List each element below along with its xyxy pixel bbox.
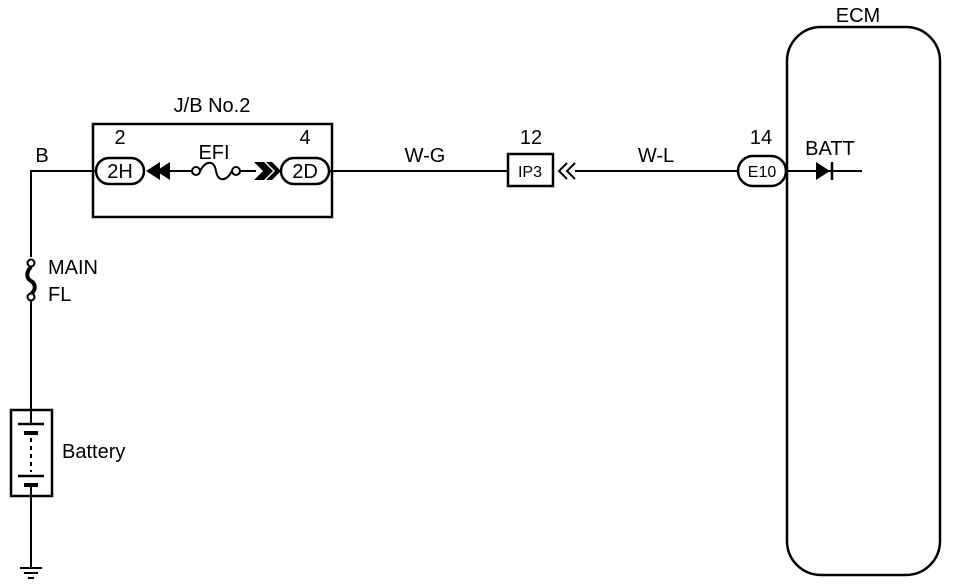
junction-block-label: J/B No.2 [174,95,251,117]
ecm-terminal-batt-label: BATT [805,138,855,160]
main-fuse-label-line2: FL [48,284,71,306]
connector-2h-label: 2H [107,161,133,183]
connector-ip3-label: IP3 [518,164,542,181]
efi-fuse-label: EFI [198,142,229,164]
battery-label: Battery [62,441,125,463]
efi-fuse-icon [199,161,233,181]
ecm-label: ECM [836,5,880,27]
efi-fuse-right-terminal [231,166,241,176]
ip3-chevron-icon [557,162,576,180]
connector-ip3 [506,152,555,188]
jb-right-pin-number: 4 [299,127,310,149]
fusible-link-icon [25,265,37,296]
connector-2h [94,156,146,186]
wire-label-b: B [35,145,48,167]
efi-fuse-left-terminal [191,166,201,176]
diode-icon [816,162,830,180]
ecm-box [785,25,942,577]
connector-e10-label: E10 [748,164,777,181]
wire-battery-to-jb [30,170,96,568]
ip3-pin-number: 12 [520,127,542,149]
jb-left-pin-number: 2 [114,127,125,149]
ground-icon [20,567,42,579]
wire-label-w-g: W-G [405,145,446,167]
connector-2d-label: 2D [292,161,318,183]
jb-left-arrow-icon [146,162,170,180]
main-fuse-label-line1: MAIN [48,257,98,279]
jb-right-arrow-icon [254,162,281,180]
ecm-pin-number: 14 [750,127,772,149]
wire-label-w-l: W-L [638,145,674,167]
fusible-link-bottom-terminal [26,292,36,302]
fusible-link-top-terminal [26,258,36,268]
